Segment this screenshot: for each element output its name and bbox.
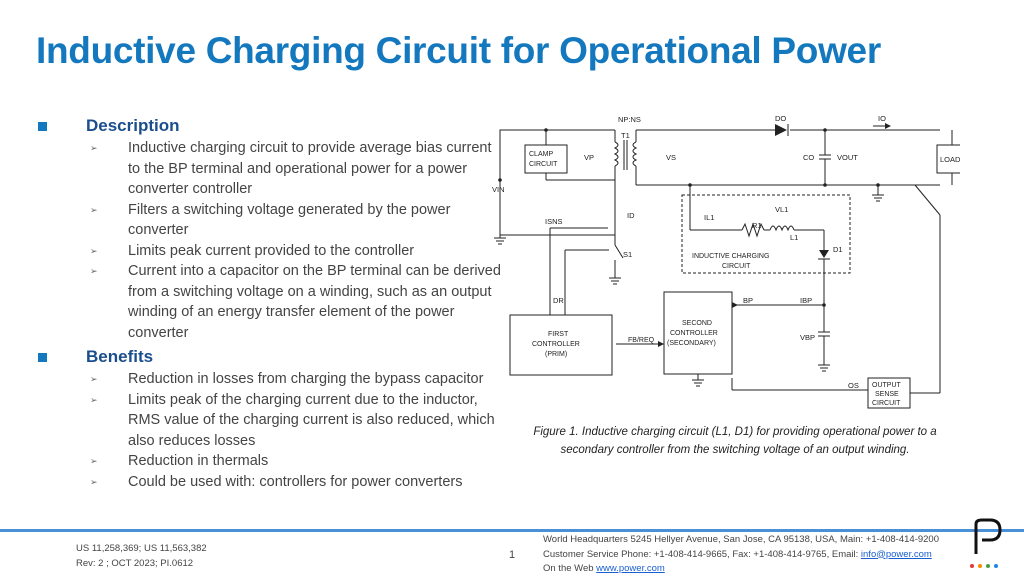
list-item: ➢Reduction in thermals — [36, 451, 506, 472]
label-load: LOAD — [940, 155, 960, 164]
label-bp: BP — [743, 296, 753, 305]
patent-numbers: US 11,258,369; US 11,563,382 — [76, 543, 207, 554]
label-d1: D1 — [833, 245, 843, 254]
website-link[interactable]: www.power.com — [596, 563, 665, 574]
label-icc-1: INDUCTIVE CHARGING — [692, 253, 769, 260]
bullet-icon: ➢ — [90, 204, 98, 215]
revision-info: Rev: 2 ; OCT 2023; PI.0612 — [76, 558, 194, 569]
label-icc-2: CIRCUIT — [722, 263, 751, 270]
bullet-icon: ➢ — [90, 143, 98, 153]
label-ibp: IBP — [800, 296, 812, 305]
description-heading: Description — [86, 116, 180, 135]
benefits-heading: Benefits — [86, 347, 154, 366]
web-line: On the Web www.power.com — [543, 563, 665, 574]
description-list: ➢Inductive charging circuit to provide a… — [36, 138, 506, 343]
bullet-icon: ➢ — [90, 476, 98, 487]
label-vout: VOUT — [837, 153, 858, 162]
label-id: ID — [627, 211, 635, 220]
list-item: ➢Limits peak of the charging current due… — [90, 391, 495, 449]
list-item: ➢Reduction in losses from charging the b… — [36, 369, 506, 390]
list-item: ➢Could be used with: controllers for pow… — [36, 472, 506, 493]
label-r1: R1 — [752, 221, 762, 230]
label-do: DO — [775, 114, 786, 123]
label-il1: IL1 — [704, 213, 714, 222]
list-item: ➢Current into a capacitor on the BP term… — [90, 263, 501, 341]
square-bullet-icon — [38, 122, 47, 131]
benefits-list: ➢Reduction in losses from charging the b… — [36, 369, 506, 492]
hq-address: World Headquarters 5245 Hellyer Avenue, … — [543, 534, 939, 545]
label-dr: DR — [553, 296, 564, 305]
bullet-icon: ➢ — [90, 394, 98, 405]
list-item: ➢Limits peak current provided to the con… — [36, 241, 506, 262]
label-co: CO — [803, 153, 814, 162]
footer-left: US 11,258,369; US 11,563,382 Rev: 2 ; OC… — [76, 541, 207, 571]
footer-contact: World Headquarters 5245 Hellyer Avenue, … — [543, 533, 939, 577]
label-isns: ISNS — [545, 217, 563, 226]
label-second-3: (SECONDARY) — [667, 340, 716, 347]
label-clamp-circuit: CIRCUIT — [529, 161, 558, 168]
label-first-1: FIRST — [548, 331, 569, 338]
circuit-diagram: NP:NS T1 DO IO CLAMP CIRCUIT VP VS CO VO… — [492, 114, 960, 409]
label-vs: VS — [666, 153, 676, 162]
label-s1: S1 — [623, 250, 632, 259]
label-vl1: VL1 — [775, 205, 788, 214]
list-item: ➢Filters a switching voltage generated b… — [90, 201, 451, 239]
label-np-ns: NP:NS — [618, 115, 641, 124]
label-second-2: CONTROLLER — [670, 330, 718, 337]
page-number: 1 — [509, 549, 516, 561]
bullet-icon: ➢ — [90, 456, 98, 466]
email-link[interactable]: info@power.com — [860, 548, 932, 560]
label-vin: VIN — [492, 185, 505, 194]
label-vbp: VBP — [800, 333, 815, 342]
company-logo-icon — [970, 518, 1002, 568]
page-title: Inductive Charging Circuit for Operation… — [36, 30, 881, 71]
label-first-2: CONTROLLER — [532, 341, 580, 348]
footer-divider — [0, 529, 1024, 532]
label-vp: VP — [584, 153, 594, 162]
label-osc-2: SENSE — [875, 391, 899, 398]
figure-caption: Figure 1. Inductive charging circuit (L1… — [533, 426, 937, 456]
list-item: ➢Inductive charging circuit to provide a… — [90, 140, 492, 197]
label-osc-1: OUTPUT — [872, 382, 902, 389]
label-os: OS — [848, 381, 859, 390]
contact-line: Customer Service Phone: +1-408-414-9665,… — [543, 548, 932, 560]
benefits-header: Benefits — [36, 347, 506, 369]
label-io: IO — [878, 114, 886, 123]
label-first-3: (PRIM) — [545, 351, 567, 358]
label-l1: L1 — [790, 233, 798, 242]
label-osc-3: CIRCUIT — [872, 400, 901, 407]
content-body: Description ➢Inductive charging circuit … — [36, 116, 506, 496]
description-header: Description — [36, 116, 506, 138]
label-clamp: CLAMP — [529, 151, 553, 158]
label-second-1: SECOND — [682, 320, 712, 327]
bullet-icon: ➢ — [90, 245, 98, 256]
bullet-icon: ➢ — [90, 374, 98, 384]
bullet-icon: ➢ — [90, 266, 98, 276]
square-bullet-icon — [38, 353, 47, 362]
label-t1: T1 — [621, 131, 630, 140]
label-fbreq: FB/REQ — [628, 337, 655, 344]
